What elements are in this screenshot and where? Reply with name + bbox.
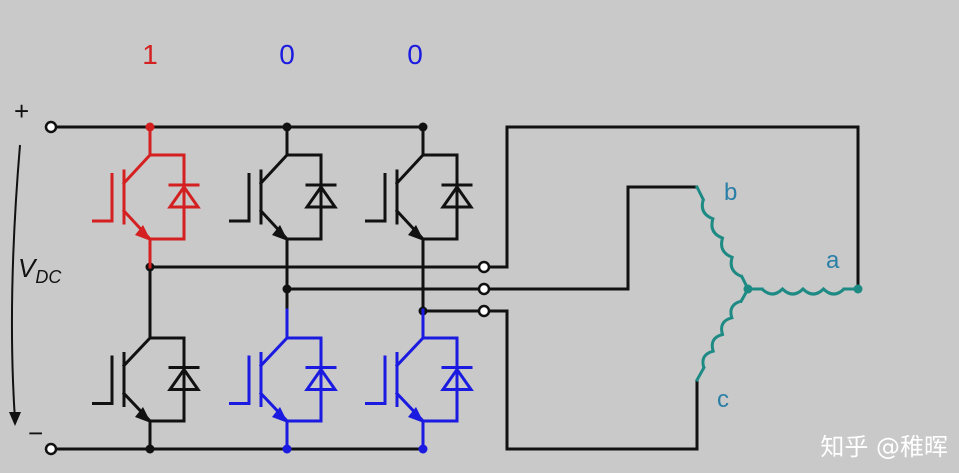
coil-lead bbox=[694, 365, 706, 383]
switch-state-label-1: 1 bbox=[142, 39, 158, 70]
diode-loop bbox=[287, 153, 323, 241]
gate-lead bbox=[92, 173, 114, 223]
gate-lead bbox=[92, 355, 114, 405]
vdc-arrowhead bbox=[9, 412, 21, 426]
winding-c bbox=[694, 286, 751, 383]
vdc-subscript: DC bbox=[35, 267, 62, 287]
negative-rail-label: − bbox=[28, 418, 43, 448]
upper-switch-1 bbox=[92, 125, 201, 269]
winding-a bbox=[746, 286, 860, 296]
switch-state-label-2: 0 bbox=[279, 39, 295, 70]
vdc-arrow bbox=[10, 144, 21, 421]
emitter-arrow bbox=[135, 225, 151, 241]
diode-loop bbox=[423, 153, 459, 241]
collector-diagonal bbox=[121, 152, 153, 186]
emitter-arrow bbox=[408, 407, 424, 423]
diode-loop bbox=[150, 153, 186, 241]
collector-diagonal bbox=[394, 152, 426, 186]
gate-lead bbox=[365, 355, 387, 405]
diode-triangle bbox=[304, 184, 338, 209]
output-node-2 bbox=[282, 284, 292, 294]
phase-label-c: c bbox=[717, 386, 729, 413]
coil-turns bbox=[700, 199, 743, 278]
phase-b-wire bbox=[489, 185, 697, 291]
emitter-arrow bbox=[408, 225, 424, 241]
diode-loop bbox=[150, 336, 186, 423]
gate-lead bbox=[365, 173, 387, 223]
switches bbox=[92, 125, 474, 451]
coil-turns bbox=[760, 286, 846, 296]
emitter-arrow bbox=[272, 407, 288, 423]
collector-diagonal bbox=[258, 152, 290, 186]
phase-terminal-1 bbox=[477, 260, 491, 274]
phase-terminal-3 bbox=[477, 304, 491, 318]
watermark: 知乎 @稚晖 bbox=[820, 433, 948, 461]
neutral-point bbox=[743, 284, 753, 294]
collector-diagonal bbox=[394, 335, 426, 368]
positive-terminal bbox=[44, 120, 58, 134]
gate-lead bbox=[229, 173, 251, 223]
diode-triangle bbox=[304, 366, 338, 391]
winding-a-end bbox=[853, 284, 863, 294]
switch-state-label-3: 0 bbox=[407, 39, 423, 70]
collector-diagonal bbox=[258, 335, 290, 368]
winding-b bbox=[694, 184, 751, 292]
vdc-label: VDC bbox=[18, 253, 62, 287]
negative-terminal bbox=[44, 442, 58, 456]
phase-label-a: a bbox=[826, 247, 840, 274]
emitter-arrow bbox=[272, 225, 288, 241]
upper-switch-3 bbox=[365, 125, 474, 269]
diode-loop bbox=[287, 336, 323, 423]
phase-label-b: b bbox=[724, 179, 737, 206]
vdc-symbol: V bbox=[18, 253, 38, 283]
diode-triangle bbox=[440, 184, 474, 209]
wires bbox=[9, 120, 860, 456]
coil-lead bbox=[694, 184, 706, 202]
lower-switch-3 bbox=[365, 308, 474, 451]
diode-loop bbox=[423, 336, 459, 423]
motor-windings bbox=[694, 184, 863, 383]
phase-c-wire bbox=[489, 309, 699, 451]
diode-triangle bbox=[440, 366, 474, 391]
upper-switch-2 bbox=[229, 125, 338, 269]
gate-lead bbox=[229, 355, 251, 405]
diode-triangle bbox=[167, 366, 201, 391]
diode-triangle bbox=[167, 184, 201, 209]
emitter-arrow bbox=[135, 407, 151, 423]
phase-terminal-2 bbox=[477, 282, 491, 296]
phase-a-wire bbox=[489, 125, 860, 289]
collector-diagonal bbox=[121, 335, 153, 368]
lower-switch-1 bbox=[92, 308, 201, 451]
lower-switch-2 bbox=[229, 308, 338, 451]
coil-turns bbox=[701, 299, 742, 369]
positive-rail-label: + bbox=[14, 96, 29, 126]
